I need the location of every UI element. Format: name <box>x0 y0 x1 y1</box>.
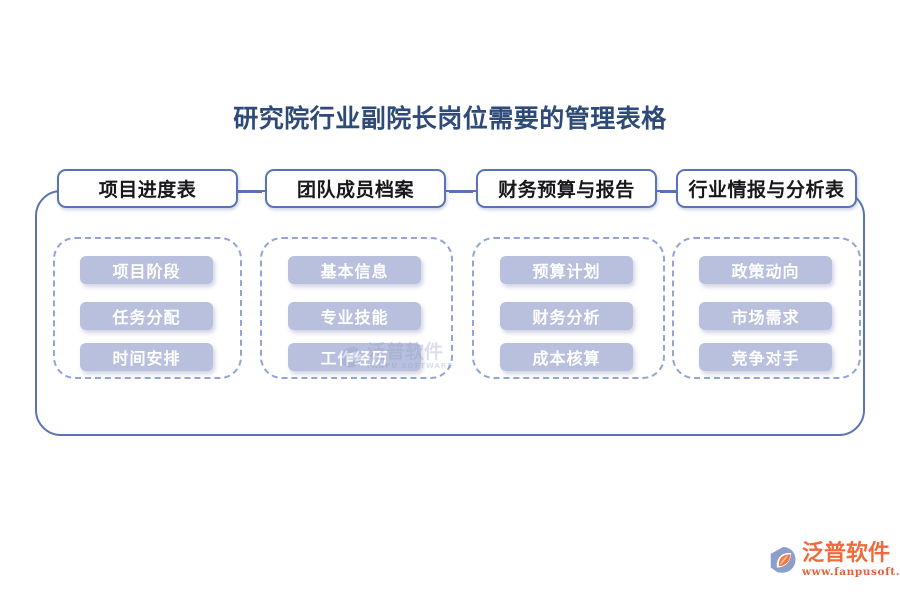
item-pill-2-2[interactable]: 专业技能 <box>288 302 421 330</box>
connector-line-2-3 <box>449 190 473 193</box>
item-pill-4-2[interactable]: 市场需求 <box>699 302 832 330</box>
column-header-3[interactable]: 财务预算与报告 <box>476 169 657 208</box>
item-pill-2-3[interactable]: 工作经历 <box>288 343 421 371</box>
column-group-3 <box>472 237 665 379</box>
item-pill-4-1-label: 政策动向 <box>731 262 800 281</box>
column-header-4-label: 行业情报与分析表 <box>688 179 845 201</box>
item-pill-3-1-label: 预算计划 <box>532 262 601 281</box>
item-pill-3-3-label: 成本核算 <box>532 349 601 368</box>
item-pill-1-1-label: 项目阶段 <box>112 262 181 281</box>
column-header-1-label: 项目进度表 <box>98 179 197 201</box>
brand-url: www.fanpusoft.com <box>802 565 900 578</box>
page-title: 研究院行业副院长岗位需要的管理表格 <box>233 104 667 133</box>
item-pill-4-3-label: 竞争对手 <box>731 349 800 368</box>
connector-line-1-2 <box>238 190 262 193</box>
brand-logo: 泛普软件 www.fanpusoft.com <box>768 537 900 583</box>
column-header-3-label: 财务预算与报告 <box>498 179 635 201</box>
column-group-2 <box>260 237 453 379</box>
item-pill-3-3[interactable]: 成本核算 <box>500 343 633 371</box>
column-header-2-label: 团队成员档案 <box>296 179 414 201</box>
item-pill-1-3[interactable]: 时间安排 <box>80 343 213 371</box>
item-pill-3-2-label: 财务分析 <box>532 308 601 327</box>
item-pill-1-2[interactable]: 任务分配 <box>80 302 213 330</box>
item-pill-2-1-label: 基本信息 <box>320 262 389 281</box>
column-header-2[interactable]: 团队成员档案 <box>265 169 446 208</box>
item-pill-4-2-label: 市场需求 <box>731 308 800 327</box>
column-group-1 <box>53 237 242 379</box>
connector-line-3-4 <box>660 190 678 193</box>
item-pill-3-1[interactable]: 预算计划 <box>500 256 633 284</box>
item-pill-3-2[interactable]: 财务分析 <box>500 302 633 330</box>
item-pill-2-2-label: 专业技能 <box>320 308 389 327</box>
column-group-4 <box>672 237 861 379</box>
item-pill-2-1[interactable]: 基本信息 <box>288 256 421 284</box>
item-pill-4-3[interactable]: 竞争对手 <box>699 343 832 371</box>
fanpu-logo-icon <box>768 545 798 575</box>
brand-name-cn: 泛普软件 <box>802 540 891 566</box>
column-header-4[interactable]: 行业情报与分析表 <box>676 169 857 208</box>
column-header-1[interactable]: 项目进度表 <box>57 169 238 208</box>
item-pill-1-1[interactable]: 项目阶段 <box>80 256 213 284</box>
item-pill-1-3-label: 时间安排 <box>112 349 181 368</box>
item-pill-2-3-label: 工作经历 <box>320 349 389 368</box>
item-pill-4-1[interactable]: 政策动向 <box>699 256 832 284</box>
item-pill-1-2-label: 任务分配 <box>112 308 181 327</box>
